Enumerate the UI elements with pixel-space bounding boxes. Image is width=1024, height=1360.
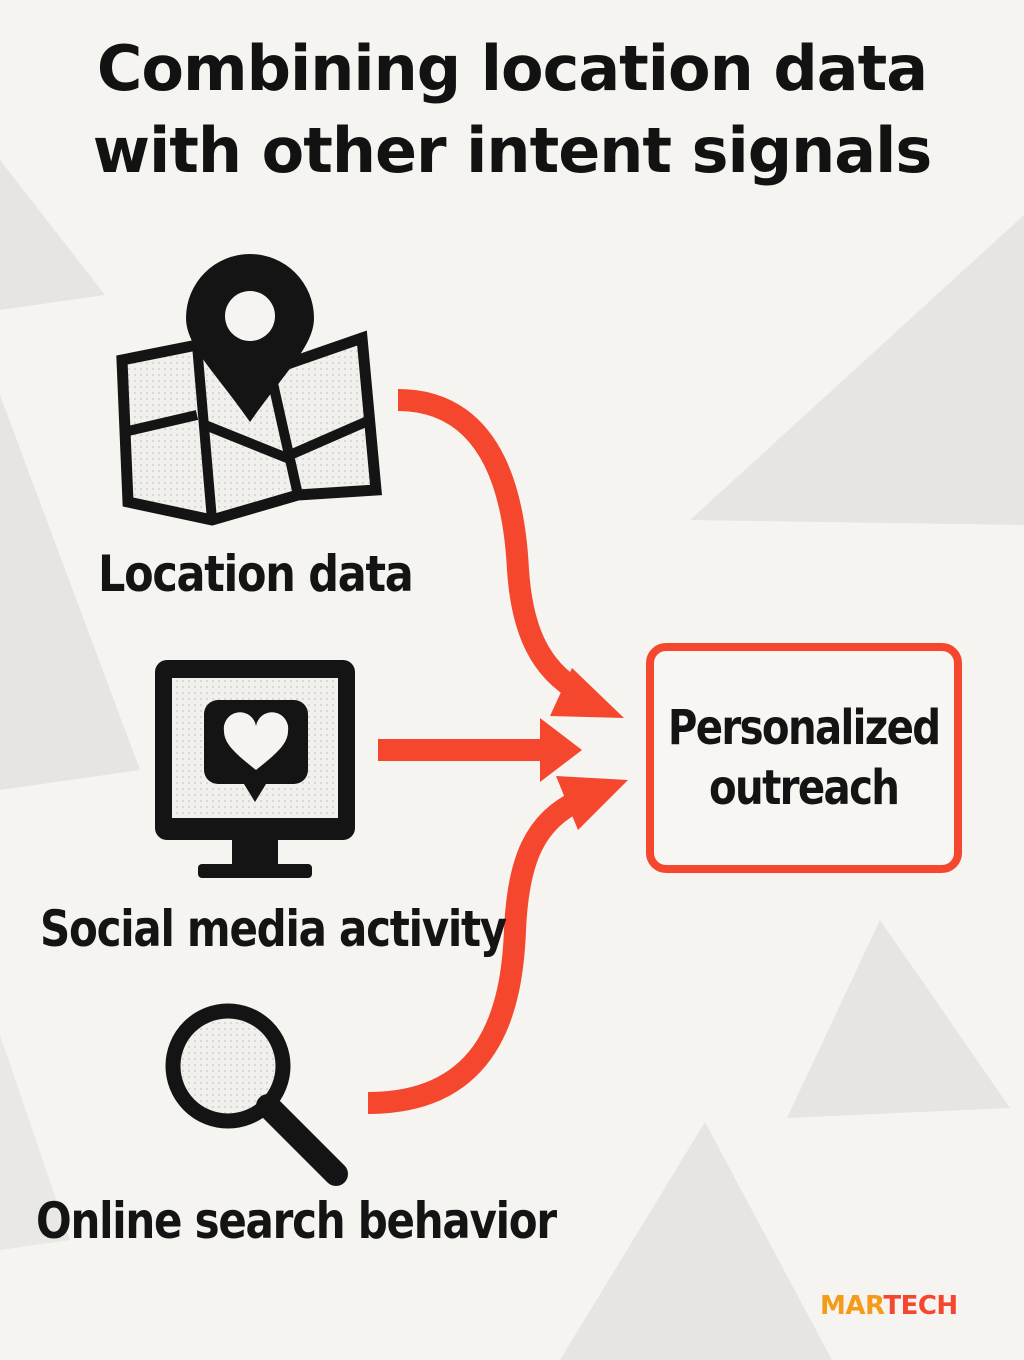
bg-triangle-left-bottom — [0, 1035, 70, 1250]
arrow-search-to-outreach — [367, 776, 628, 1114]
bg-triangle-right-mid — [787, 920, 1010, 1118]
source-label-social: Social media activity — [40, 900, 507, 958]
title-line-1: Combining location data — [96, 32, 928, 105]
outcome-box: Personalized outreach — [646, 643, 962, 873]
arrow-social-to-outreach — [378, 718, 582, 782]
arrow-location-to-outreach — [397, 389, 624, 718]
title-line-2: with other intent signals — [92, 114, 933, 187]
monitor-heart-icon — [155, 660, 355, 878]
bg-triangle-left-top — [0, 160, 105, 310]
map-pin-icon — [116, 254, 382, 526]
source-label-search: Online search behavior — [36, 1192, 557, 1250]
outcome-line-2: outreach — [709, 760, 900, 816]
magnifying-glass-icon — [165, 1003, 348, 1186]
brand-logo-part-1: MAR — [820, 1291, 884, 1321]
brand-logo: MARTECH — [820, 1291, 958, 1321]
page-title: Combining location data with other inten… — [0, 28, 1024, 192]
outcome-line-1: Personalized — [668, 700, 941, 756]
brand-logo-part-2: TECH — [883, 1291, 958, 1321]
bg-triangle-right-top — [690, 215, 1024, 525]
source-label-location: Location data — [98, 545, 414, 603]
bg-triangle-bottom — [560, 1122, 832, 1360]
bg-triangle-left-mid — [0, 395, 140, 790]
